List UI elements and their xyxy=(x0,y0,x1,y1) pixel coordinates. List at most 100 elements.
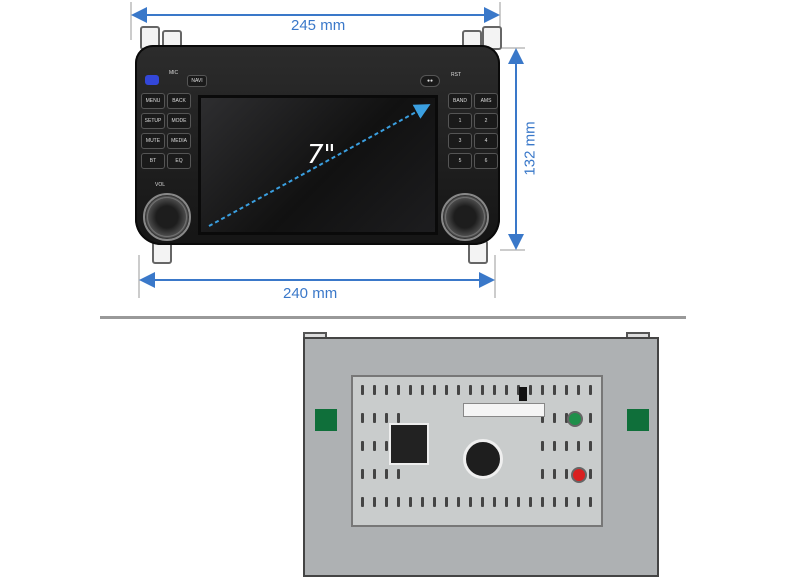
vol-label: VOL xyxy=(155,182,166,188)
power-toggle-button[interactable]: ●● xyxy=(420,75,440,87)
vent-hole xyxy=(565,441,568,451)
vent-hole xyxy=(397,469,400,479)
vent-hole xyxy=(553,441,556,451)
vent-hole xyxy=(553,413,556,423)
mic-label: MIC xyxy=(169,70,179,76)
vent-hole xyxy=(589,413,592,423)
left-button-back[interactable]: BACK xyxy=(167,93,191,109)
antenna-plug xyxy=(519,387,527,401)
right-button-3[interactable]: 3 xyxy=(448,133,472,149)
vent-hole xyxy=(529,385,532,395)
vent-hole xyxy=(565,385,568,395)
navi-button-label: NAVI xyxy=(191,78,203,84)
red-rca-port xyxy=(571,467,587,483)
navigation-knob[interactable] xyxy=(441,193,489,241)
right-button-2[interactable]: 2 xyxy=(474,113,498,129)
vent-hole xyxy=(397,385,400,395)
vent-hole xyxy=(397,497,400,507)
vent-hole xyxy=(433,497,436,507)
right-button-1[interactable]: 1 xyxy=(448,113,472,129)
vent-hole xyxy=(589,497,592,507)
top-width-label: 245 mm xyxy=(288,17,349,34)
right-button-4[interactable]: 4 xyxy=(474,133,498,149)
vent-hole xyxy=(445,497,448,507)
vent-hole xyxy=(541,385,544,395)
vent-hole xyxy=(565,497,568,507)
vent-hole xyxy=(493,385,496,395)
vent-hole xyxy=(481,385,484,395)
vent-hole xyxy=(421,385,424,395)
display-screen: 7" xyxy=(198,95,438,235)
mic-indicator xyxy=(145,75,159,85)
volume-knob[interactable] xyxy=(143,193,191,241)
vent-hole xyxy=(433,385,436,395)
vent-hole xyxy=(361,441,364,451)
right-button-5[interactable]: 5 xyxy=(448,153,472,169)
vent-hole xyxy=(505,497,508,507)
vent-hole xyxy=(409,497,412,507)
left-green-clip xyxy=(315,409,337,431)
dimension-lines xyxy=(130,2,525,298)
vent-hole xyxy=(385,441,388,451)
vent-hole xyxy=(469,497,472,507)
left-button-bt[interactable]: BT xyxy=(141,153,165,169)
section-divider xyxy=(100,316,686,319)
vent-hole xyxy=(457,497,460,507)
vent-hole xyxy=(421,497,424,507)
vent-hole xyxy=(361,497,364,507)
vent-hole xyxy=(565,413,568,423)
vent-hole xyxy=(589,441,592,451)
vent-hole xyxy=(373,497,376,507)
vent-hole xyxy=(409,385,412,395)
vent-hole xyxy=(481,497,484,507)
green-rca-port xyxy=(567,411,583,427)
vent-hole xyxy=(589,385,592,395)
left-button-setup[interactable]: SETUP xyxy=(141,113,165,129)
vent-hole xyxy=(553,385,556,395)
vent-hole xyxy=(361,385,364,395)
left-button-media[interactable]: MEDIA xyxy=(167,133,191,149)
vent-hole xyxy=(553,497,556,507)
vent-hole xyxy=(517,497,520,507)
rear-panel xyxy=(351,375,603,527)
navi-button[interactable]: NAVI xyxy=(187,75,207,87)
vent-hole xyxy=(397,413,400,423)
vent-hole xyxy=(373,441,376,451)
vent-hole xyxy=(361,469,364,479)
rst-label: RST xyxy=(451,72,461,78)
vent-hole xyxy=(505,385,508,395)
harness-connector xyxy=(463,403,545,417)
vent-hole xyxy=(385,385,388,395)
vent-hole xyxy=(541,469,544,479)
left-button-mode[interactable]: MODE xyxy=(167,113,191,129)
right-button-6[interactable]: 6 xyxy=(474,153,498,169)
vent-hole xyxy=(541,497,544,507)
vent-hole xyxy=(445,385,448,395)
vent-hole xyxy=(457,385,460,395)
vent-hole xyxy=(529,497,532,507)
right-button-band[interactable]: BAND xyxy=(448,93,472,109)
vent-hole xyxy=(541,441,544,451)
left-button-mute[interactable]: MUTE xyxy=(141,133,165,149)
vent-hole xyxy=(553,469,556,479)
vent-hole xyxy=(361,413,364,423)
vent-hole xyxy=(385,497,388,507)
screen-size-label: 7" xyxy=(307,140,336,170)
vent-hole xyxy=(565,469,568,479)
iso-connector xyxy=(389,423,429,465)
vent-hole xyxy=(517,385,520,395)
left-button-eq[interactable]: EQ xyxy=(167,153,191,169)
vent-hole xyxy=(577,385,580,395)
right-button-ams[interactable]: AMS xyxy=(474,93,498,109)
vent-hole xyxy=(577,441,580,451)
rear-unit-image xyxy=(0,320,786,587)
vent-hole xyxy=(373,385,376,395)
bottom-width-label: 240 mm xyxy=(280,285,341,302)
vent-hole xyxy=(493,497,496,507)
right-green-clip xyxy=(627,409,649,431)
left-button-menu[interactable]: MENU xyxy=(141,93,165,109)
vent-hole xyxy=(577,497,580,507)
vent-hole xyxy=(373,413,376,423)
